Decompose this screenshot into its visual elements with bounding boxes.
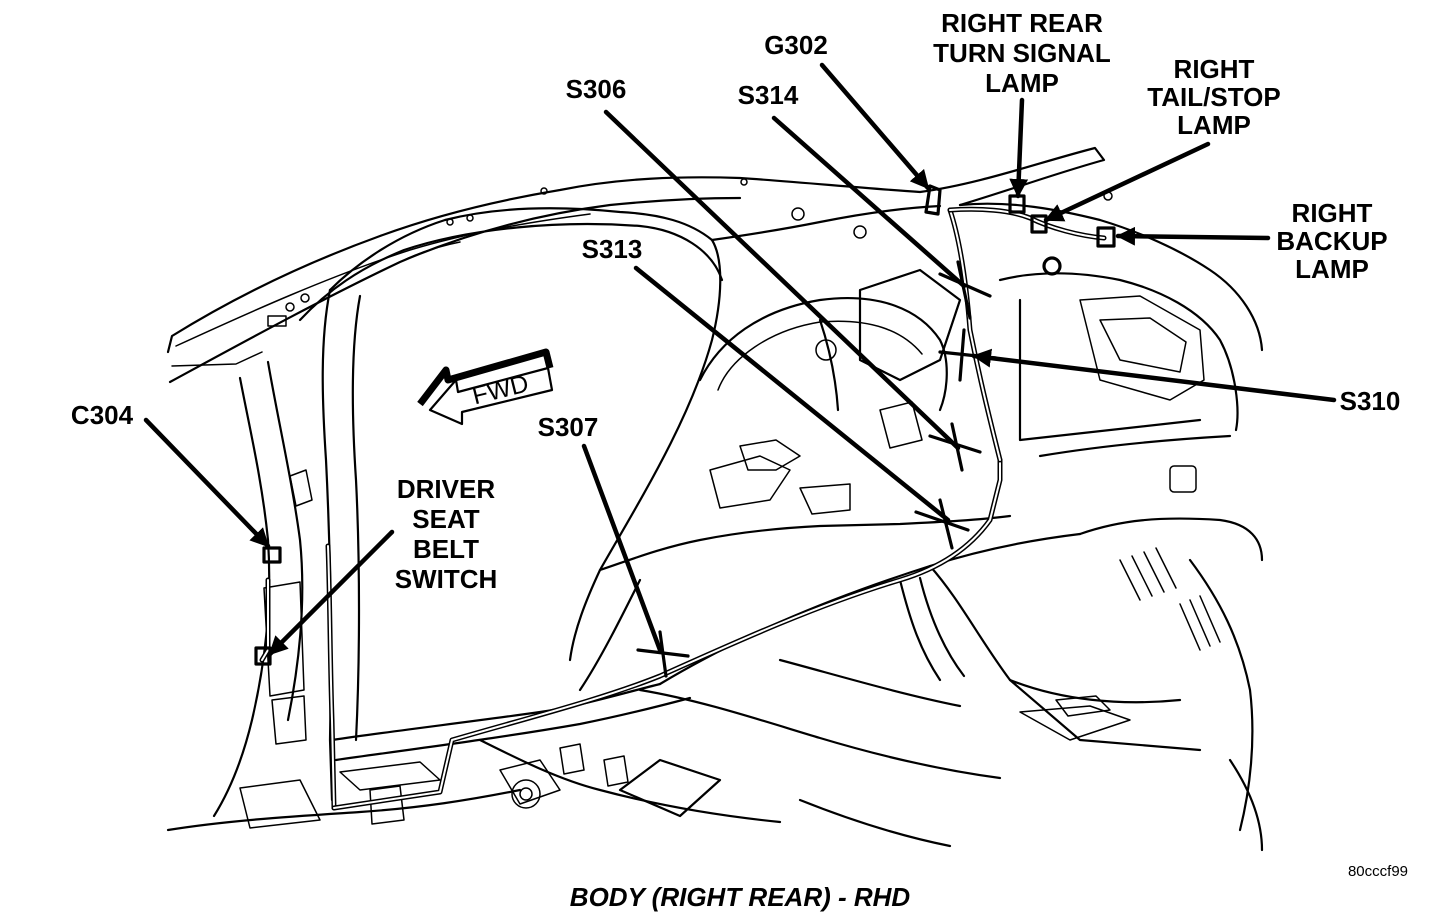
- leader-c304: [143, 417, 271, 549]
- fwd-text: FWD: [469, 369, 531, 410]
- leader-s306: [603, 109, 961, 451]
- reference-code: 80cccf99: [1348, 863, 1408, 880]
- leader-s307: [581, 443, 663, 653]
- diagram-caption: BODY (RIGHT REAR) - RHD: [570, 882, 911, 912]
- label-right-tail-stop-lamp-line1: RIGHT: [1174, 54, 1255, 84]
- label-s306: S306: [566, 74, 627, 104]
- leader-right-rear-turn-signal-lamp: [1009, 97, 1029, 199]
- label-right-backup-lamp-line1: RIGHT: [1292, 198, 1373, 228]
- label-s307: S307: [538, 412, 599, 442]
- label-driver-seat-belt-switch-line3: BELT: [413, 534, 479, 564]
- label-s310: S310: [1340, 386, 1401, 416]
- label-right-backup-lamp-line2: BACKUP: [1276, 226, 1387, 256]
- splice-marks: [636, 260, 998, 678]
- label-right-tail-stop-lamp-line2: TAIL/STOP: [1147, 82, 1280, 112]
- fwd-arrow: FWD: [417, 348, 554, 426]
- label-g302: G302: [764, 30, 828, 60]
- label-s313: S313: [582, 234, 643, 264]
- label-driver-seat-belt-switch-line2: SEAT: [412, 504, 480, 534]
- leader-driver-seat-belt-switch: [267, 529, 395, 657]
- leader-right-tail-stop-lamp: [1043, 141, 1211, 223]
- label-right-rear-turn-signal-lamp-line3: LAMP: [985, 68, 1059, 98]
- leader-lines: [143, 62, 1337, 657]
- label-c304: C304: [71, 400, 134, 430]
- vehicle-body-drawing: [166, 146, 1264, 852]
- leader-g302: [819, 62, 931, 191]
- leader-right-backup-lamp: [1115, 226, 1271, 246]
- leader-s314: [771, 115, 967, 289]
- label-driver-seat-belt-switch-line4: SWITCH: [395, 564, 498, 594]
- label-s314: S314: [738, 80, 799, 110]
- leader-s310: [971, 348, 1337, 403]
- leader-s313: [633, 265, 951, 523]
- label-right-rear-turn-signal-lamp-line1: RIGHT REAR: [941, 8, 1103, 38]
- label-right-rear-turn-signal-lamp-line2: TURN SIGNAL: [933, 38, 1111, 68]
- component-labels: G302 RIGHT REAR TURN SIGNAL LAMP RIGHT T…: [71, 8, 1400, 594]
- label-right-tail-stop-lamp-line3: LAMP: [1177, 110, 1251, 140]
- label-right-backup-lamp-line3: LAMP: [1295, 254, 1369, 284]
- label-driver-seat-belt-switch-line1: DRIVER: [397, 474, 495, 504]
